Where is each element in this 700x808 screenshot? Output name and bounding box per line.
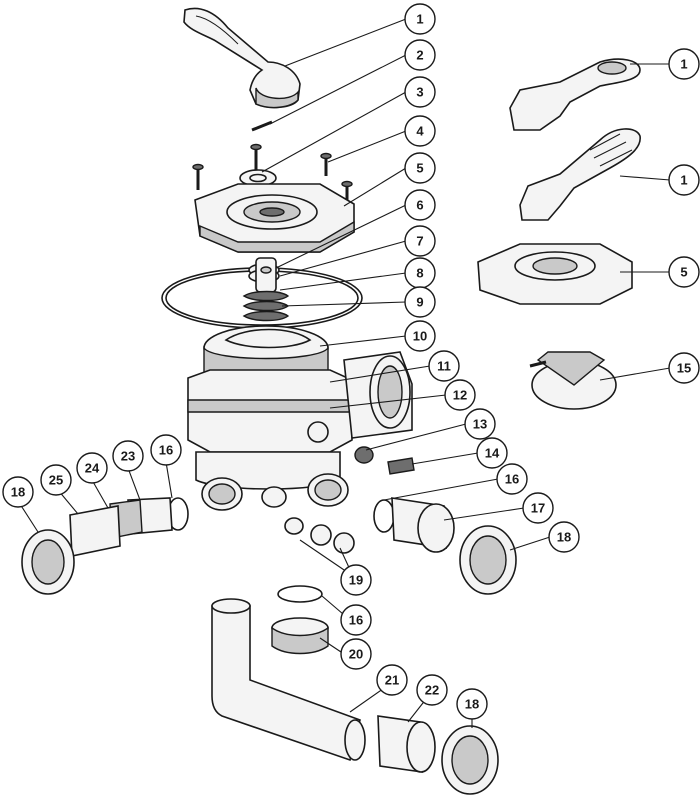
callout-11: 11	[428, 350, 460, 382]
screw-plug	[387, 457, 415, 475]
svg-text:24: 24	[85, 461, 100, 476]
svg-text:16: 16	[159, 443, 173, 458]
svg-text:23: 23	[121, 449, 135, 464]
svg-text:7: 7	[416, 234, 423, 249]
callout-14: 14	[476, 437, 508, 469]
valve-cover	[194, 183, 355, 253]
callout-16-bottom: 16	[340, 604, 372, 636]
valve-cover-alt	[477, 243, 633, 305]
body-ports	[201, 473, 349, 511]
svg-text:18: 18	[557, 530, 571, 545]
handle-lever	[183, 7, 301, 109]
callout-4: 4	[404, 115, 436, 147]
right-union-assembly	[373, 497, 517, 595]
svg-text:3: 3	[416, 85, 423, 100]
svg-text:22: 22	[425, 683, 439, 698]
svg-text:18: 18	[465, 697, 479, 712]
callout-22: 22	[416, 674, 448, 706]
callout-21: 21	[376, 664, 408, 696]
callout-18-left: 18	[2, 476, 34, 508]
callout-1-alt-grip: 1	[668, 164, 700, 196]
callout-16-right: 16	[496, 463, 528, 495]
svg-text:20: 20	[349, 647, 363, 662]
callout-18-right: 18	[548, 521, 580, 553]
callout-12: 12	[444, 379, 476, 411]
left-union-assembly	[21, 497, 189, 595]
svg-text:14: 14	[485, 446, 500, 461]
svg-text:25: 25	[49, 473, 63, 488]
drain-plug	[354, 446, 374, 464]
callout-2: 2	[404, 39, 436, 71]
callout-1-alt-top: 1	[668, 48, 700, 80]
svg-text:18: 18	[11, 485, 25, 500]
svg-text:11: 11	[437, 359, 451, 374]
callout-5: 5	[404, 152, 436, 184]
svg-text:9: 9	[416, 295, 423, 310]
handle-alt-grip	[519, 128, 641, 221]
svg-text:19: 19	[349, 573, 363, 588]
svg-text:16: 16	[349, 613, 363, 628]
threaded-fitting	[271, 617, 329, 655]
pipe-sleeve	[377, 715, 436, 773]
pressure-gauge	[529, 351, 617, 410]
callout-9: 9	[404, 286, 436, 318]
washer	[239, 169, 277, 187]
svg-text:17: 17	[531, 501, 545, 516]
callout-23: 23	[112, 440, 144, 472]
bottom-oring	[277, 585, 323, 603]
callout-8: 8	[404, 257, 436, 289]
handle-alt-top	[509, 58, 641, 131]
bottom-union-nut	[441, 725, 499, 795]
callout-5-alt: 5	[668, 256, 700, 288]
callout-6: 6	[404, 189, 436, 221]
svg-text:2: 2	[416, 48, 423, 63]
svg-text:1: 1	[680, 57, 687, 72]
callout-10: 10	[404, 320, 436, 352]
svg-text:13: 13	[473, 417, 487, 432]
callout-16-left: 16	[150, 434, 182, 466]
svg-text:21: 21	[385, 673, 399, 688]
svg-text:5: 5	[680, 265, 687, 280]
valve-body	[187, 351, 413, 490]
valve-shaft	[255, 257, 277, 293]
elbow-pipe	[211, 598, 366, 762]
svg-text:10: 10	[413, 329, 427, 344]
svg-text:12: 12	[453, 388, 467, 403]
callouts: 1 2 3 4 5 6 7 8 9 10 11 12 13 14 16 17 1…	[2, 3, 700, 720]
svg-text:1: 1	[680, 173, 687, 188]
callout-24: 24	[76, 452, 108, 484]
callout-19: 19	[340, 564, 372, 596]
callout-1-top: 1	[404, 3, 436, 35]
callout-25: 25	[40, 464, 72, 496]
leader-lines	[19, 18, 671, 728]
svg-text:16: 16	[505, 472, 519, 487]
svg-text:4: 4	[416, 124, 424, 139]
svg-text:1: 1	[416, 12, 423, 27]
adapter-rings	[284, 517, 355, 554]
callout-17: 17	[522, 492, 554, 524]
svg-text:15: 15	[677, 361, 691, 376]
callout-7: 7	[404, 225, 436, 257]
callout-15: 15	[668, 352, 700, 384]
svg-text:6: 6	[416, 198, 423, 213]
callout-3: 3	[404, 76, 436, 108]
handle-pin	[251, 120, 273, 132]
callout-18-bottom: 18	[456, 688, 488, 720]
callout-13: 13	[464, 408, 496, 440]
callout-20: 20	[340, 638, 372, 670]
svg-text:8: 8	[416, 266, 423, 281]
svg-text:5: 5	[416, 161, 423, 176]
spring	[242, 290, 290, 322]
